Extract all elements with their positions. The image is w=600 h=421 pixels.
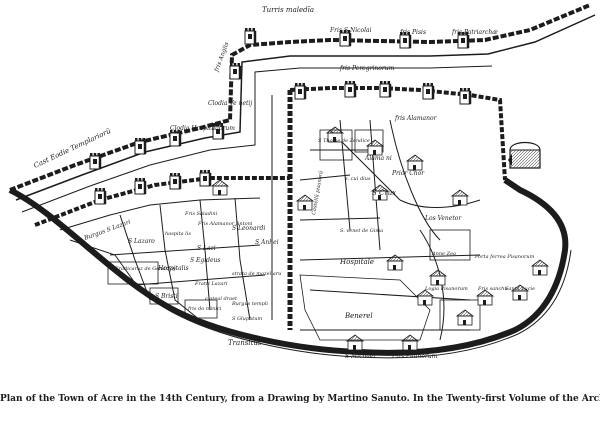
label-fris-s-nicolai: Fris S Nicolai [329, 27, 372, 34]
coastline [8, 177, 569, 356]
building-fris-sanchu [476, 289, 494, 306]
tower-maledicta [243, 26, 257, 46]
label-s-egideus: S Egideus [190, 257, 221, 264]
label-fratri-lazari: Fratri Lazari [194, 281, 228, 287]
tower-inner-4 [421, 81, 435, 101]
building-castellum [296, 194, 314, 211]
label-clodia-hospitaliorum: Clodia Hospitaliorum [170, 125, 235, 132]
label-fris-alamanor: fris Alamanor [394, 115, 438, 122]
tower-inner-7 [168, 171, 182, 191]
label-castellum: Castellũ pisanorũ [310, 170, 325, 215]
building-anne-zea [429, 269, 447, 286]
label-turris-maledicta: Turris maledĩa [262, 6, 314, 14]
city-blocks [107, 129, 481, 341]
label-s-eradicaruz: S Eradicaruz de Gendrfoy [110, 266, 176, 272]
sea-tower [508, 141, 541, 169]
label-s-gluphtum: S Gluphtum [232, 316, 262, 322]
label-s-leonardi: S Leonardi [232, 225, 265, 232]
building-eccl [416, 289, 434, 306]
label-benerel: Benerel [344, 312, 373, 320]
building-fris-pilanorum [401, 334, 419, 351]
label-clodia-veneti: Clodia Ve netij [208, 100, 252, 107]
label-strata-mazellare: strata de mazellaru [232, 271, 281, 277]
label-s-michael: S Michael [345, 353, 375, 360]
tower-inner-1 [293, 81, 307, 101]
label-s-cuidius: s. cui dius [345, 176, 371, 182]
building-logia [456, 309, 474, 326]
inner-wall [34, 176, 290, 227]
label-fris-sanchu: Fris sanchu [477, 286, 508, 292]
label-sancta-lucie: Santa Lucie [505, 286, 535, 292]
streets [59, 119, 481, 341]
label-prior-chor: Prior Chor [391, 170, 425, 177]
label-fris-annae: Fris Alamanor Antoni [197, 221, 253, 227]
label-s-lazi: S Lazi [197, 245, 216, 252]
label-alamanni: Alama ni [364, 155, 392, 162]
building-los-venetor [451, 189, 469, 206]
tower-inner-5 [458, 86, 472, 106]
label-porta-ferrea: Porta ferrea Pisanorum [474, 254, 535, 260]
building-fris-annae [211, 179, 229, 196]
label-burgus-s-lazari: Burgus S Lazari [82, 219, 131, 243]
label-fris-dominici: fris do minici [187, 306, 222, 312]
tower-wall-3 [168, 128, 182, 148]
label-fris-pilanorum: Fris Pilanorum [391, 353, 438, 360]
tower-inner-2 [343, 79, 357, 99]
building-porta-ferrea [531, 259, 549, 276]
label-s-lazaro: S Lazaro [128, 238, 155, 245]
map-labels: Turris maledĩa Fris S Nicolai fris Pisis… [32, 6, 535, 360]
label-fris-peregrinorum: fris Peregrinorum [339, 65, 395, 72]
label-fris-saladini: Fris Saladini [184, 211, 218, 217]
tower-wall-2 [88, 151, 102, 171]
tower-inner-9 [93, 186, 107, 206]
label-fris-anglis: fris Anglis [213, 41, 231, 73]
label-logia-pisanorum: Logia Pisanorum [424, 286, 468, 292]
label-hospitalis-s-lazari: hospita lis [165, 231, 191, 237]
tower-inner-6 [198, 168, 212, 188]
label-saint-anhei: S Anhei [255, 239, 279, 246]
building-prior-chor [406, 154, 424, 171]
map-drawing: Turris maledĩa Fris S Nicolai fris Pisis… [8, 3, 596, 360]
label-cateal-draet: c ateal draet [205, 296, 238, 302]
label-s-bristi: S Bristi [155, 293, 178, 300]
label-s-venetorum: S. venet de Ginia [340, 228, 383, 234]
tower-inner-8 [133, 176, 147, 196]
label-burgus-templi: Burgus templi [231, 301, 268, 307]
tower-inner-3 [378, 79, 392, 99]
label-s-thomae: S Thome de Zendice [318, 138, 370, 144]
label-fris-pisis: fris Pisis [399, 29, 426, 36]
label-hospitalis: Hospitalis [157, 265, 189, 272]
building-s-michael [346, 334, 364, 351]
label-hospitale: Hospitale [339, 258, 374, 266]
map-caption: Plan of the Town of Acre in the 14th Cen… [0, 394, 600, 404]
label-transitus: Transitus [228, 339, 262, 347]
label-anne-zea: Anne Zea [431, 251, 456, 257]
label-fris-patriarchae: fris Patriarchæ [451, 29, 498, 36]
label-los-venetor: Los Venetor [424, 215, 462, 222]
label-s-crux: S Crux [372, 189, 396, 197]
tower-wall-1 [133, 136, 147, 156]
tower-anglis [228, 61, 242, 81]
